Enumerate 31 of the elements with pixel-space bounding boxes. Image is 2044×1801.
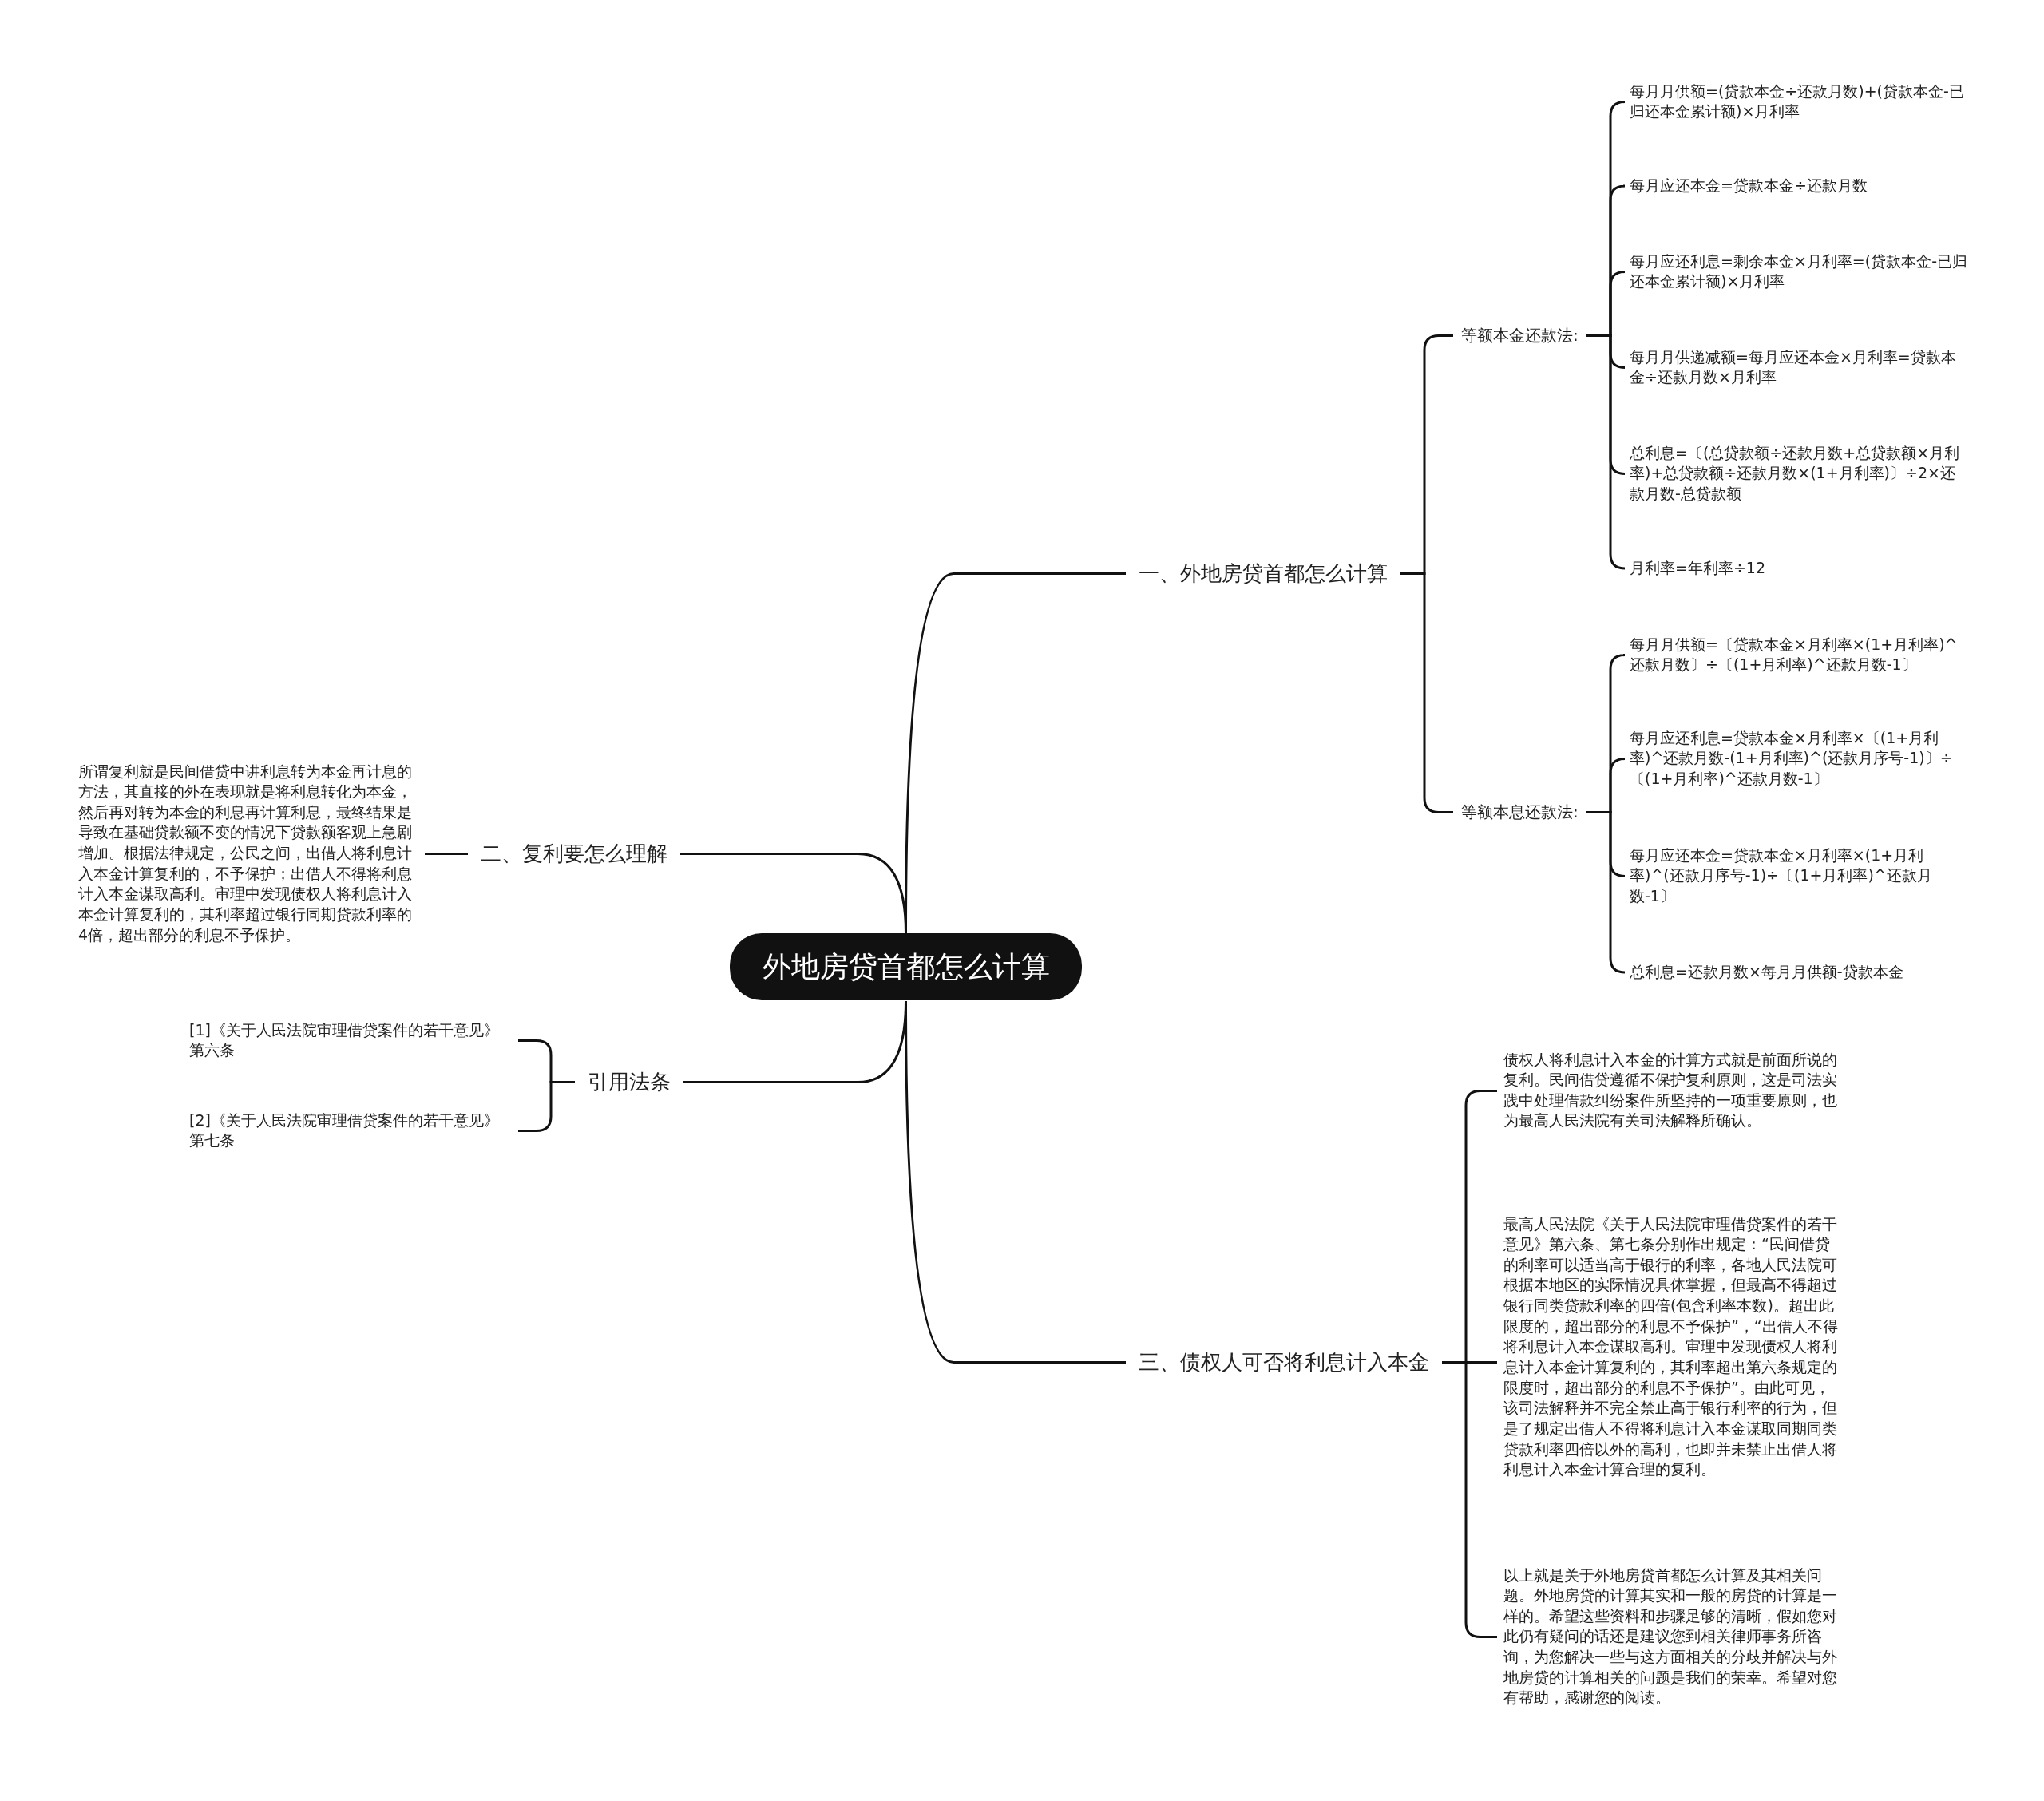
paragraph-text: 债权人将利息计入本金的计算方式就是前面所说的复利。民间借贷遵循不保护复利原则，这是司法实践中处理借款纠纷案件所坚持的一项重要原则，也为最高人民法院有关司法解释所确认。	[1497, 1047, 1850, 1134]
connector-line	[1442, 1361, 1497, 1638]
subtopic-label: 等额本息还款法:	[1453, 798, 1586, 826]
central-topic: 外地房贷首都怎么计算	[730, 932, 1082, 1001]
formula-text: 每月月供额=(贷款本金÷还款月数)+(贷款本金-已归还本金累计额)×月利率	[1623, 79, 1975, 124]
formula-text: 月利率=年利率÷12	[1623, 556, 1975, 580]
formula-text: 每月应还本金=贷款本金×月利率×(1+月利率)^(还款月序号-1)÷〔(1+月利率)^还款月数-1〕	[1623, 843, 1975, 908]
paragraph-text: 所谓复利就是民间借贷中讲利息转为本金再计息的方法，其直接的外在表现就是将利息转化为本金，然后再对转为本金的利息再计算利息，最终结果是导致在基础贷款额不变的情况下贷款额客观上急剧增加。根据法律规定，公民之间，出借人将利息计入本金计算复利的，不予保护；出借人不得将利息计入本金谋取高利。审理中发现债权人将利息计入本金计算复利的，其利率超过银行同期贷款利率的4倍，超出部分的利息不予保护。	[72, 759, 425, 948]
paragraph-text: 最高人民法院《关于人民法院审理借贷案件的若干意见》第六条、第七条分别作出规定：“民间借贷的利率可以适当高于银行的利率，各地人民法院可根据本地区的实际情况具体掌握，但最高不得超过银行同类贷款利率的四倍(包含利率本数)。超出此限度的，超出部分的利息不予保护”，“出借人不得将利息计入本金谋取高利。审理中发现债权人将利息计入本金计算复利的，其利率超出第六条规定的限度时，超出部分的利息不予保护”。由此可见，该司法解释并不完全禁止高于银行利率的行为，但是了规定出借人不得将利息计入本金谋取同期同类贷款利率四倍以外的高利，也即并未禁止出借人将利息计入本金计算合理的复利。	[1497, 1212, 1850, 1482]
topic-label: 三、债权人可否将利息计入本金	[1126, 1344, 1442, 1379]
topic-label: 一、外地房贷首都怎么计算	[1126, 556, 1400, 591]
formula-text: 每月应还本金=贷款本金÷还款月数	[1623, 174, 1975, 198]
formula-text: 每月月供额=〔贷款本金×月利率×(1+月利率)^还款月数〕÷〔(1+月利率)^还款月数-1〕	[1623, 632, 1975, 677]
connector-line	[1586, 811, 1626, 974]
topic-label: 引用法条	[575, 1064, 683, 1099]
topic-label: 二、复利要怎么理解	[468, 836, 680, 871]
connector-line	[1586, 334, 1626, 570]
formula-text: 每月应还利息=剩余本金×月利率=(贷款本金-已归还本金累计额)×月利率	[1623, 249, 1975, 294]
citation-text: [1]《关于人民法院审理借贷案件的若干意见》第六条	[183, 1018, 518, 1063]
paragraph-text: 以上就是关于外地房贷首都怎么计算及其相关问题。外地房贷的计算其实和一般的房贷的计算是一样的。希望这些资料和步骤足够的清晰，假如您对此仍有疑问的话还是建议您到相关律师事务所咨询，为您解决一些与这方面相关的分歧并解决与外地房贷的计算相关的问题是我们的荣幸。希望对您有帮助，感谢您的阅读。	[1497, 1563, 1850, 1710]
connector-line	[425, 853, 468, 855]
formula-text: 总利息=〔(总贷款额÷还款月数+总贷款额×月利率)+总贷款额÷还款月数×(1+月利率)〕÷2×还款月数-总贷款额	[1623, 441, 1975, 506]
connector-line	[905, 1001, 1126, 1364]
formula-text: 总利息=还款月数×每月月供额-贷款本金	[1623, 960, 1975, 984]
citation-text: [2]《关于人民法院审理借贷案件的若干意见》第七条	[183, 1108, 518, 1153]
connector-line	[1400, 572, 1453, 813]
subtopic-label: 等额本金还款法:	[1453, 321, 1586, 350]
formula-text: 每月应还利息=贷款本金×月利率×〔(1+月利率)^还款月数-(1+月利率)^(还款月序号-1)〕÷〔(1+月利率)^还款月数-1〕	[1623, 726, 1975, 791]
connector-line	[518, 1081, 575, 1132]
formula-text: 每月月供递减额=每月应还本金×月利率=贷款本金÷还款月数×月利率	[1623, 345, 1975, 390]
connector-line	[680, 853, 907, 934]
